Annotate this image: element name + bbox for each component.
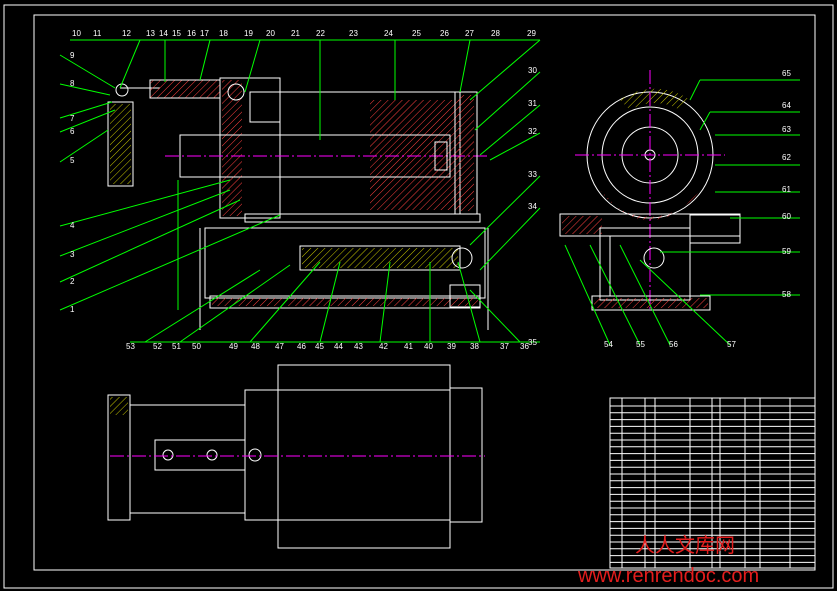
callout-16: 16 — [187, 29, 196, 38]
callout-47: 47 — [275, 342, 284, 351]
callout-55: 55 — [636, 340, 645, 349]
callout-32: 32 — [528, 127, 537, 136]
callout-42: 42 — [379, 342, 388, 351]
callout-17: 17 — [200, 29, 209, 38]
front-view-leaders — [59, 39, 541, 343]
watermark-url: www.renrendoc.com — [577, 565, 759, 587]
callout-56: 56 — [669, 340, 678, 349]
callout-45: 45 — [315, 342, 324, 351]
callout-31: 31 — [528, 99, 537, 108]
callout-22: 22 — [316, 29, 325, 38]
callout-34: 34 — [528, 202, 537, 211]
top-view — [107, 364, 485, 549]
callout-20: 20 — [266, 29, 275, 38]
callout-6: 6 — [70, 127, 75, 136]
callout-15: 15 — [172, 29, 181, 38]
callout-58: 58 — [782, 290, 791, 299]
callout-61: 61 — [782, 185, 791, 194]
callout-62: 62 — [782, 153, 791, 162]
outer-border — [3, 4, 834, 589]
callout-35: 35 — [528, 338, 537, 347]
callout-4: 4 — [70, 221, 75, 230]
callout-48: 48 — [251, 342, 260, 351]
callout-52: 52 — [153, 342, 162, 351]
callout-2: 2 — [70, 277, 75, 286]
callout-30: 30 — [528, 66, 537, 75]
callout-57: 57 — [727, 340, 736, 349]
callout-50: 50 — [192, 342, 201, 351]
callout-36: 36 — [520, 342, 529, 351]
callout-38: 38 — [470, 342, 479, 351]
callout-29: 29 — [527, 29, 536, 38]
callout-24: 24 — [384, 29, 393, 38]
callout-25: 25 — [412, 29, 421, 38]
callout-49: 49 — [229, 342, 238, 351]
callout-27: 27 — [465, 29, 474, 38]
callout-46: 46 — [297, 342, 306, 351]
callout-3: 3 — [70, 250, 75, 259]
callout-19: 19 — [244, 29, 253, 38]
callout-11: 11 — [93, 29, 102, 38]
inner-border — [33, 14, 816, 571]
callout-9: 9 — [70, 51, 75, 60]
callout-5: 5 — [70, 156, 75, 165]
callout-33: 33 — [528, 170, 537, 179]
parts-list-table — [609, 397, 816, 569]
side-view-leaders — [564, 79, 800, 346]
callout-23: 23 — [349, 29, 358, 38]
callout-59: 59 — [782, 247, 791, 256]
callout-28: 28 — [491, 29, 500, 38]
callout-54: 54 — [604, 340, 613, 349]
callout-8: 8 — [70, 79, 75, 88]
callout-14: 14 — [159, 29, 168, 38]
callout-37: 37 — [500, 342, 509, 351]
callout-21: 21 — [291, 29, 300, 38]
front-section-view — [107, 77, 490, 330]
side-view — [559, 70, 741, 311]
callout-18: 18 — [219, 29, 228, 38]
watermark-cn: 人人文库网 — [635, 533, 735, 557]
callout-64: 64 — [782, 101, 791, 110]
callout-12: 12 — [122, 29, 131, 38]
callout-13: 13 — [146, 29, 155, 38]
callout-7: 7 — [70, 114, 75, 123]
callout-51: 51 — [172, 342, 181, 351]
callout-1: 1 — [70, 305, 75, 314]
callout-43: 43 — [354, 342, 363, 351]
callout-39: 39 — [447, 342, 456, 351]
callout-10: 10 — [72, 29, 81, 38]
callout-53: 53 — [126, 342, 135, 351]
callout-26: 26 — [440, 29, 449, 38]
callout-40: 40 — [424, 342, 433, 351]
callout-41: 41 — [404, 342, 413, 351]
callout-65: 65 — [782, 69, 791, 78]
callout-44: 44 — [334, 342, 343, 351]
callout-63: 63 — [782, 125, 791, 134]
callout-60: 60 — [782, 212, 791, 221]
